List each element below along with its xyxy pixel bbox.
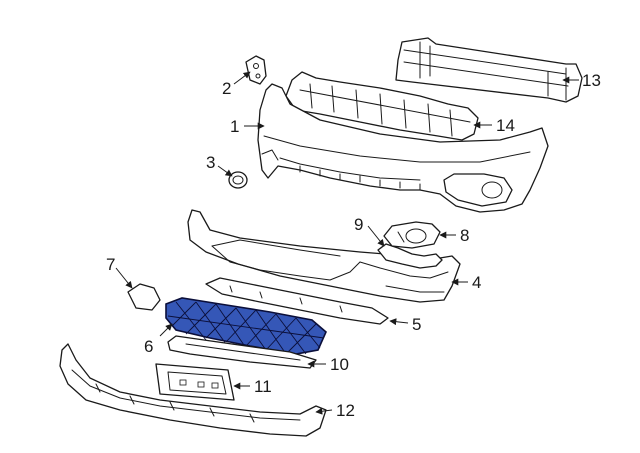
callout-7: 7 xyxy=(106,255,115,274)
part-9-fog-bezel[interactable] xyxy=(377,243,443,269)
callout-1: 1 xyxy=(230,117,239,136)
callout-12: 12 xyxy=(336,401,355,420)
part-2-bracket[interactable] xyxy=(245,55,267,85)
part-6-grille[interactable] xyxy=(165,297,327,355)
part-4-lower-valance[interactable] xyxy=(187,209,461,303)
part-11-license-bracket[interactable] xyxy=(155,363,235,401)
callout-10: 10 xyxy=(330,355,349,374)
callout-11: 11 xyxy=(254,377,272,396)
callout-8: 8 xyxy=(460,226,469,245)
part-1-bumper-cover[interactable] xyxy=(257,83,549,213)
part-8-fog-lamp-bracket[interactable] xyxy=(383,221,441,249)
callout-6: 6 xyxy=(144,337,153,356)
callout-9: 9 xyxy=(354,215,363,234)
callout-4: 4 xyxy=(472,273,481,292)
callout-5: 5 xyxy=(412,315,421,334)
callout-labels: 13 14 1 2 3 9 8 4 5 7 6 10 11 12 xyxy=(106,71,601,420)
part-13-reinforcement-bar[interactable] xyxy=(395,37,583,103)
part-14-energy-absorber[interactable] xyxy=(285,71,479,141)
callout-13: 13 xyxy=(582,71,601,90)
leader-lines xyxy=(115,71,579,415)
callout-3: 3 xyxy=(206,153,215,172)
callout-2: 2 xyxy=(222,79,231,98)
part-7-cover[interactable] xyxy=(127,283,161,311)
part-12-air-dam[interactable] xyxy=(59,343,327,437)
part-3-plug[interactable] xyxy=(228,171,248,189)
part-5-lower-strip[interactable] xyxy=(205,277,389,325)
callout-14: 14 xyxy=(496,116,515,135)
